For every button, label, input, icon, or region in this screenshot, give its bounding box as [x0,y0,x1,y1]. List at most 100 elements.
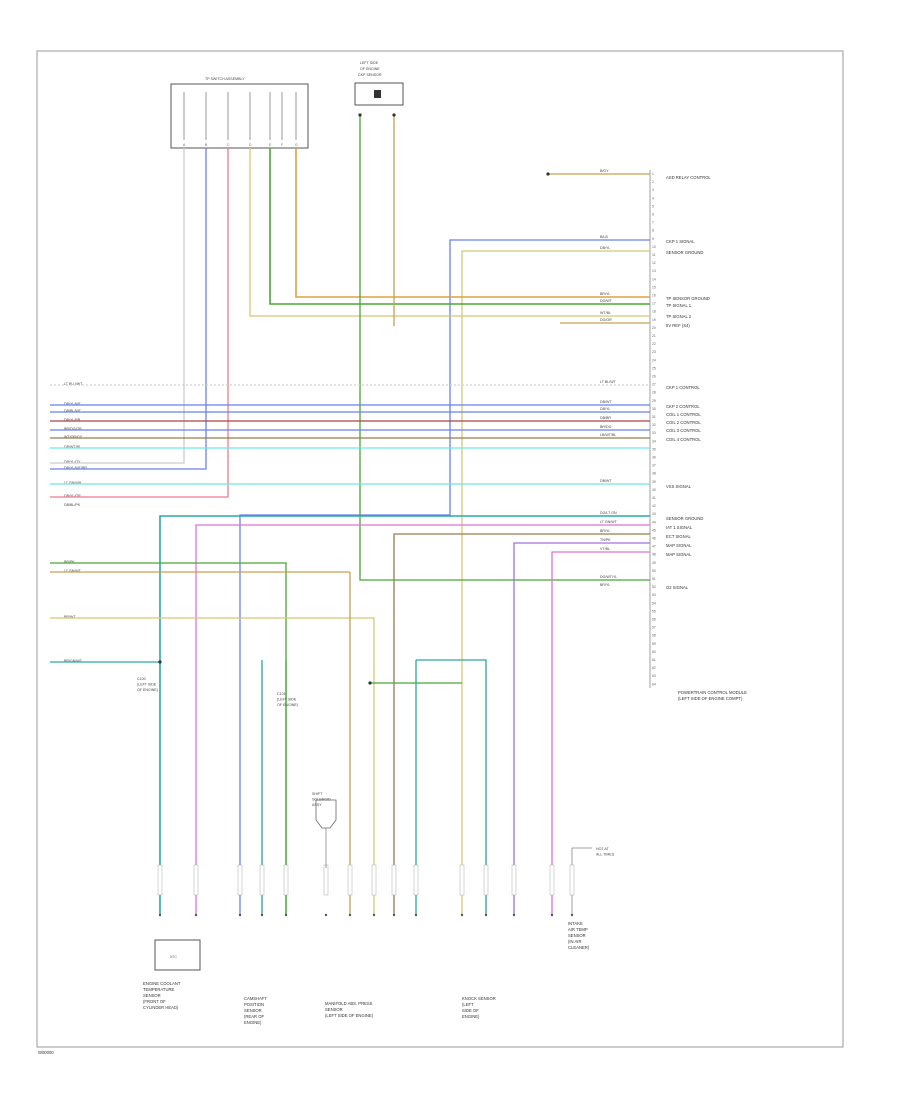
bottom-pin-dot [324,913,328,917]
pcm-pin-number: 34 [652,439,656,443]
pcm-pin-number: 38 [652,472,656,476]
bottom-pin-marker [237,864,243,896]
component-label-line: CAMSHAFT [244,996,267,1001]
side-note-line: OF ENGINE) [277,703,298,707]
ckp-sensor-label-3: CKP SENSOR [358,73,382,77]
pcm-signal-label: SENSOR GROUND [666,516,703,521]
wire-code: WT/BL [600,311,611,315]
wire-code: B/LB [600,235,608,239]
wire-tp-ground [295,148,650,298]
wire-map-2 [551,551,650,915]
side-note-line: SOLENOID [312,798,331,802]
pcm-pin-number: 39 [652,480,656,484]
pcm-label-2: (LEFT SIDE OF ENGINE COMPT) [678,696,743,701]
bottom-pin-marker [459,864,465,896]
pcm-pin-number: 22 [652,342,656,346]
wire-left-green [50,562,287,915]
tp-switch-title: TP SWITCH ASSEMBLY [205,77,245,81]
pcm-pin-number: 54 [652,601,656,605]
pcm-pin-number: 64 [652,682,656,686]
left-wire-label: DB/BL/WT [64,409,82,413]
component-label-line: AIR TEMP [568,927,588,932]
wire-code: BR/YL [600,529,610,533]
bottom-pin-dot [414,913,418,917]
pcm-pin-number: 2 [652,180,654,184]
pcm-pin-number: 51 [652,577,656,581]
wire-code: DG/LT GN [600,511,617,515]
wire-code: VT/BL [600,547,610,551]
wire-code: DB/YL [600,246,610,250]
component-label-line: (LEFT SIDE OF ENGINE) [325,1013,374,1018]
pcm-pin-number: 58 [652,634,656,638]
left-wire-label: BR/WT [64,615,76,619]
pcm-pin-number: 4 [652,196,654,200]
bottom-pin-dot [260,913,264,917]
wire-code: BR/YL [600,292,610,296]
pcm-pin-number: 56 [652,618,656,622]
tp-pin-label: G [295,143,298,147]
pcm-pin-number: 16 [652,294,656,298]
pcm-pin-number: 33 [652,431,656,435]
component-label-line: (LEFT [462,1002,474,1007]
pcm-pin-number: 45 [652,528,656,532]
component-label-line: INTAKE [568,921,583,926]
pcm-pin-number: 48 [652,553,656,557]
pcm-pin-number: 63 [652,674,656,678]
pcm-pin-number: 59 [652,642,656,646]
wire-code: LT BL/WT [600,380,617,384]
wire-tp-blue [50,148,207,470]
left-wire-label: DB/YL/OR [64,494,81,498]
component-label-line: SENSOR [143,993,161,998]
pcm-signal-label: CKP 2 CONTROL [666,404,700,409]
pcm-pin-number: 18 [652,310,656,314]
bottom-pin-marker [511,864,517,896]
wire-knock-2 [416,659,487,915]
pcm-pins: 1234567891011121314151617181920212223242… [652,172,656,686]
pcm-pin-number: 36 [652,456,656,460]
component-label-line: ENGINE) [462,1014,480,1019]
bottom-pin-marker [371,864,377,896]
side-note-line: ASSY [312,803,322,807]
wire-iat [195,524,650,915]
pcm-pin-number: 13 [652,269,656,273]
pcm-signal-label: CKP 1 SIGNAL [666,239,695,244]
bottom-pin-dot [570,913,574,917]
pcm-pin-number: 3 [652,188,654,192]
left-wire-labels: LT BLU/WTDB/YL/WTDB/BL/WTDB/YL/BRBR/DG/O… [64,382,87,663]
pcm-pin-number: 25 [652,366,656,370]
bottom-pin-dot [238,913,242,917]
pcm-signal-label: COIL 1 CONTROL [666,412,701,417]
wire-code: DG/WT/YL [600,575,617,579]
pcm-signal-label: VSS SIGNAL [666,484,692,489]
pcm-pin-number: 32 [652,423,656,427]
pcm-pin-number: 42 [652,504,656,508]
pcm-pin-number: 31 [652,415,656,419]
tp-pin-label: B [205,143,208,147]
bottom-pin-dot [512,913,516,917]
diagram-frame [36,50,844,1048]
side-note-line: C101 [277,692,286,696]
pcm-signal-label: MAP SIGNAL [666,552,692,557]
wire-code: LT GN/WT [600,520,618,524]
ect-sensor: NTC [154,939,201,971]
bottom-pin-marker [157,864,163,896]
wire-code: DB/WT [600,479,612,483]
pcm-pin-number: 62 [652,666,656,670]
bottom-pin-dot [550,913,554,917]
left-wire-label: DB/YL/WT [64,402,82,406]
pcm-pin-number: 10 [652,245,656,249]
component-label-line: MANIFOLD ABS. PRESS [325,1001,373,1006]
wire-code: DB/WT [600,400,612,404]
pcm-pin-number: 60 [652,650,656,654]
wire-ect [393,533,650,915]
wire-left-yellow [50,617,375,915]
pcm-signal-label: ASD RELAY CONTROL [666,175,711,180]
pcm-signal-label: COIL 2 CONTROL [666,420,701,425]
bottom-pin-dot [372,913,376,917]
wire-hot [571,847,592,915]
bottom-pin-marker [259,864,265,896]
pcm-connector: 1234567891011121314151617181920212223242… [649,170,747,701]
pcm-pin-number: 61 [652,658,656,662]
